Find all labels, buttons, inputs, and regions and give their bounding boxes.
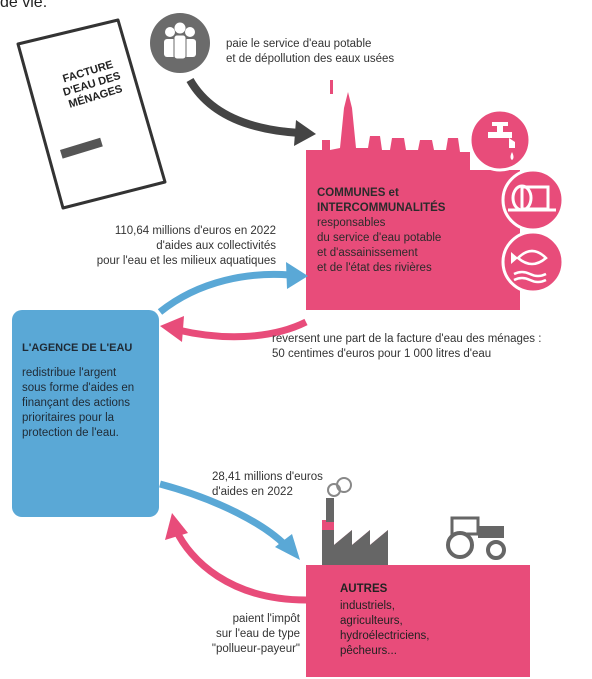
communes-body-line4: et de l'état des rivières — [317, 262, 432, 274]
autres-title: AUTRES — [340, 583, 388, 595]
aides-autres-line2: d'aides en 2022 — [212, 486, 293, 498]
bill-document — [16, 18, 167, 210]
communes-town-shape — [306, 80, 520, 310]
communes-text: COMMUNES et INTERCOMMUNALITÉS responsabl… — [317, 186, 507, 276]
aides-collectivites-text: 110,64 millions d'euros en 2022 d'aides … — [40, 224, 276, 269]
pipe-icon — [501, 168, 565, 232]
agence-title: L'AGENCE DE L'EAU — [22, 342, 133, 354]
arrow-head-pink-top — [160, 316, 184, 342]
arrow-head-grey — [294, 120, 316, 146]
autres-body: industriels, agriculteurs, hydroélectric… — [340, 599, 480, 659]
aides-autres-line1: 28,41 millions d'euros — [212, 471, 323, 483]
arrow-communes-to-agence — [177, 318, 308, 341]
autres-body-line3: hydroélectriciens, — [340, 630, 430, 642]
arrow-head-blue-top — [286, 262, 308, 289]
aides-collectivites-line2: d'aides aux collectivités — [156, 240, 276, 252]
agence-body-line4: prioritaires pour la — [22, 412, 115, 424]
autres-body-line2: agriculteurs, — [340, 615, 403, 627]
tractor-icon — [446, 516, 506, 560]
agence-body-line1: redistribue l'argent — [22, 367, 117, 379]
aides-collectivites-line1: 110,64 millions d'euros en 2022 — [114, 225, 276, 237]
aides-autres-text: 28,41 millions d'euros d'aides en 2022 — [212, 470, 323, 500]
arrow-head-pink-bottom — [165, 513, 188, 540]
impot-text: paient l'impôt sur l'eau de type "pollue… — [150, 612, 300, 657]
arrow-autres-to-agence — [172, 528, 307, 604]
aides-collectivites-line3: pour l'eau et les milieux aquatiques — [96, 255, 276, 267]
autres-body-line4: pêcheurs... — [340, 645, 397, 657]
communes-body-line1: responsables — [317, 217, 386, 229]
reversent-line2: 50 centimes d'euros pour 1 000 litres d'… — [272, 348, 492, 360]
reversent-line1: reversent une part de la facture d'eau d… — [272, 333, 542, 345]
agence-body-line2: sous forme d'aides en — [22, 382, 135, 394]
impot-line2: sur l'eau de type — [215, 628, 300, 640]
communes-body-line3: et d'assainissement — [317, 247, 418, 259]
agence-box — [12, 310, 159, 517]
arrow-bill-to-communes — [186, 77, 301, 137]
bill-bar — [60, 137, 103, 159]
households-line1: paie le service d'eau potable — [226, 38, 372, 50]
intro-text: de vie. — [0, 0, 48, 11]
arrow-agence-to-autres — [159, 480, 288, 548]
communes-title-line1: COMMUNES et — [317, 187, 399, 199]
agence-body-line5: protection de l'eau. — [22, 427, 119, 439]
water-tap-icon — [468, 108, 532, 172]
autres-body-line1: industriels, — [340, 600, 395, 612]
agence-body-line3: finançant des actions — [22, 397, 131, 409]
communes-title-line2: INTERCOMMUNALITÉS — [317, 202, 446, 214]
arrow-agence-to-communes — [157, 270, 291, 315]
fish-icon — [501, 230, 565, 294]
households-text: paie le service d'eau potable et de dépo… — [226, 37, 394, 67]
households-line2: et de dépollution des eaux usées — [226, 53, 395, 65]
communes-body-line2: du service d'eau potable — [317, 232, 442, 244]
impot-line1: paient l'impôt — [232, 613, 300, 625]
reversent-text: reversent une part de la facture d'eau d… — [272, 332, 588, 362]
arrow-head-blue-bottom — [275, 534, 300, 560]
people-icon — [150, 13, 210, 73]
impot-line3: "pollueur-payeur" — [211, 643, 300, 655]
factory-icon — [322, 477, 388, 565]
agence-body: redistribue l'argent sous forme d'aides … — [22, 366, 157, 441]
